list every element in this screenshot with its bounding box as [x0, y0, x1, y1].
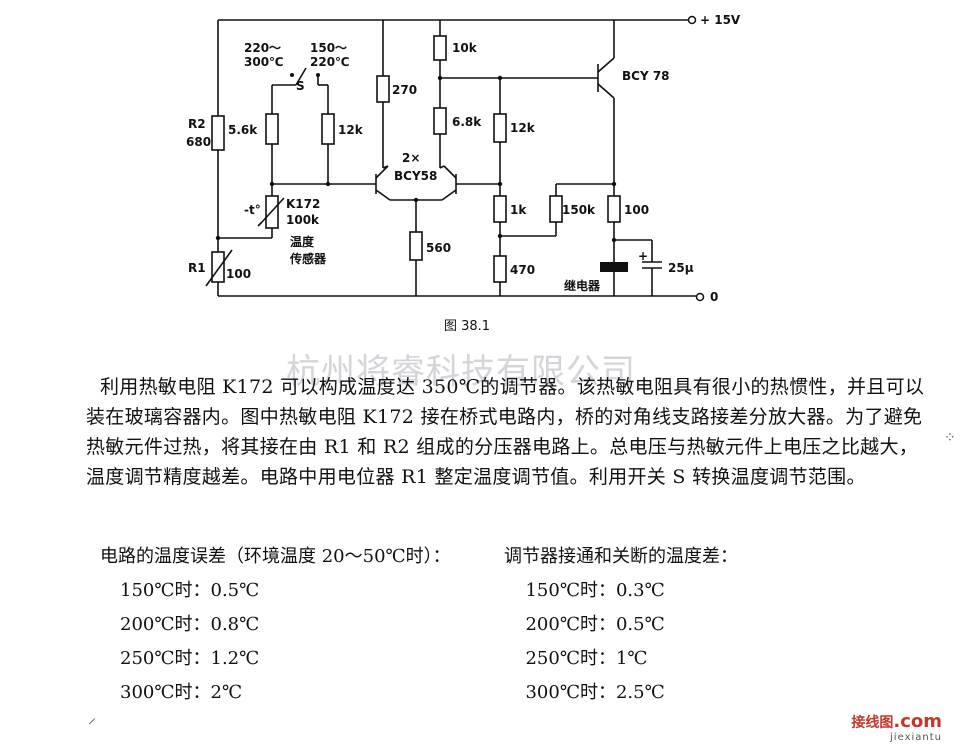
capacitor-value: 25μ: [668, 261, 694, 275]
r270-label: 270: [392, 83, 417, 97]
resistor-r2: [211, 115, 225, 151]
r10k-label: 10k: [452, 41, 478, 55]
speck-mark: ⸝: [88, 708, 97, 727]
r12k-a-label: 12k: [338, 123, 364, 137]
right-value: 200℃时：0.5℃: [525, 614, 665, 635]
potentiometer-r1: [211, 251, 225, 283]
resistor-470: [493, 255, 507, 283]
table-row: 300℃时：2℃ 300℃时：2.5℃: [100, 674, 860, 708]
r56k-label: 5.6k: [228, 123, 258, 137]
resistor-560: [409, 231, 423, 261]
r100-label: 100: [624, 203, 649, 217]
r150k-label: 150k: [562, 203, 596, 217]
bcy78-label: BCY 78: [622, 69, 670, 83]
supply-terminal: [687, 15, 697, 25]
thermistor-temp-symbol: -t°: [244, 203, 261, 217]
table-row: 250℃时：1.2℃ 250℃时：1℃: [100, 640, 860, 674]
thermistor-desc-1: 温度: [290, 234, 315, 249]
resistor-100: [607, 195, 621, 223]
table-row: 200℃时：0.8℃ 200℃时：0.5℃: [100, 606, 860, 640]
left-value: 300℃时：2℃: [120, 682, 243, 703]
table-row: 150℃时：0.5℃ 150℃时：0.3℃: [100, 572, 860, 606]
resistor-270: [376, 75, 390, 103]
left-value: 150℃时：0.5℃: [120, 580, 260, 601]
paragraph-text: 利用热敏电阻 K172 可以构成温度达 350℃的调节器。该热敏电阻具有很小的热…: [86, 376, 925, 488]
resistor-6-8k: [433, 107, 447, 135]
left-value: 250℃时：1.2℃: [120, 648, 260, 669]
resistor-12k-switch: [321, 113, 335, 145]
r12k-b-label: 12k: [510, 121, 536, 135]
switch-lever: [295, 67, 307, 86]
resistor-12k-bridge: [493, 113, 507, 143]
switch-pos2-line2: 220℃: [310, 55, 350, 69]
left-header: 电路的温度误差（环境温度 20～50℃时）：: [100, 546, 451, 567]
right-value: 150℃时：0.3℃: [525, 580, 665, 601]
figure-caption: 图 38.1: [444, 319, 490, 334]
logo-cn: 接线图: [851, 715, 894, 731]
r560-label: 560: [426, 241, 451, 255]
right-header: 调节器接通和关断的温度差：: [504, 546, 738, 567]
description-paragraph: 利用热敏电阻 K172 可以构成温度达 350℃的调节器。该热敏电阻具有很小的热…: [86, 372, 926, 492]
r2-value: 680: [186, 135, 211, 149]
capacitor-plus: +: [638, 249, 648, 263]
ground-label: 0: [710, 290, 718, 304]
transistor-bcy78: [597, 20, 615, 99]
pair-count: 2×: [402, 151, 420, 165]
error-table: 电路的温度误差（环境温度 20～50℃时）： 调节器接通和关断的温度差： 150…: [100, 538, 860, 708]
pair-model: BCY58: [394, 169, 437, 183]
resistor-5-6k: [265, 113, 279, 145]
resistor-10k: [433, 35, 447, 61]
relay-coil: [600, 262, 628, 272]
right-value: 300℃时：2.5℃: [525, 682, 665, 703]
switch-pos1-line1: 220～: [244, 41, 281, 55]
speck-mark: ⁘: [944, 430, 956, 446]
thermistor-value: 100k: [286, 213, 320, 227]
left-value: 200℃时：0.8℃: [120, 614, 260, 635]
relay-label: 继电器: [564, 278, 601, 293]
switch-name: S: [296, 79, 305, 93]
r470-label: 470: [510, 263, 535, 277]
ground-terminal: [695, 292, 705, 302]
logo-com: .com: [893, 711, 942, 732]
supply-label: + 15V: [700, 13, 741, 27]
thermistor-part: K172: [286, 197, 320, 211]
thermistor-desc-2: 传感器: [289, 251, 327, 266]
r68k-label: 6.8k: [452, 115, 482, 129]
r1-name: R1: [188, 261, 206, 275]
watermark: 杭州将睿科技有限公司: [286, 352, 636, 392]
circuit-schematic: + 15V 0 R2 680 R1 100 220～ 300℃ 150～ 220…: [186, 13, 741, 334]
resistor-1k: [493, 195, 507, 223]
switch-pos1-line2: 300℃: [244, 55, 284, 69]
r1-value: 100: [226, 267, 251, 281]
switch-pos2-line1: 150～: [310, 41, 347, 55]
resistor-150k: [549, 195, 563, 223]
potentiometer-arrow: [205, 249, 233, 287]
r2-name: R2: [188, 117, 206, 131]
site-logo: 接线图.com jiexiantu: [851, 711, 942, 743]
right-value: 250℃时：1℃: [525, 648, 648, 669]
logo-en: jiexiantu: [890, 732, 942, 743]
r1k-label: 1k: [510, 203, 527, 217]
table-header-row: 电路的温度误差（环境温度 20～50℃时）： 调节器接通和关断的温度差：: [100, 538, 860, 572]
